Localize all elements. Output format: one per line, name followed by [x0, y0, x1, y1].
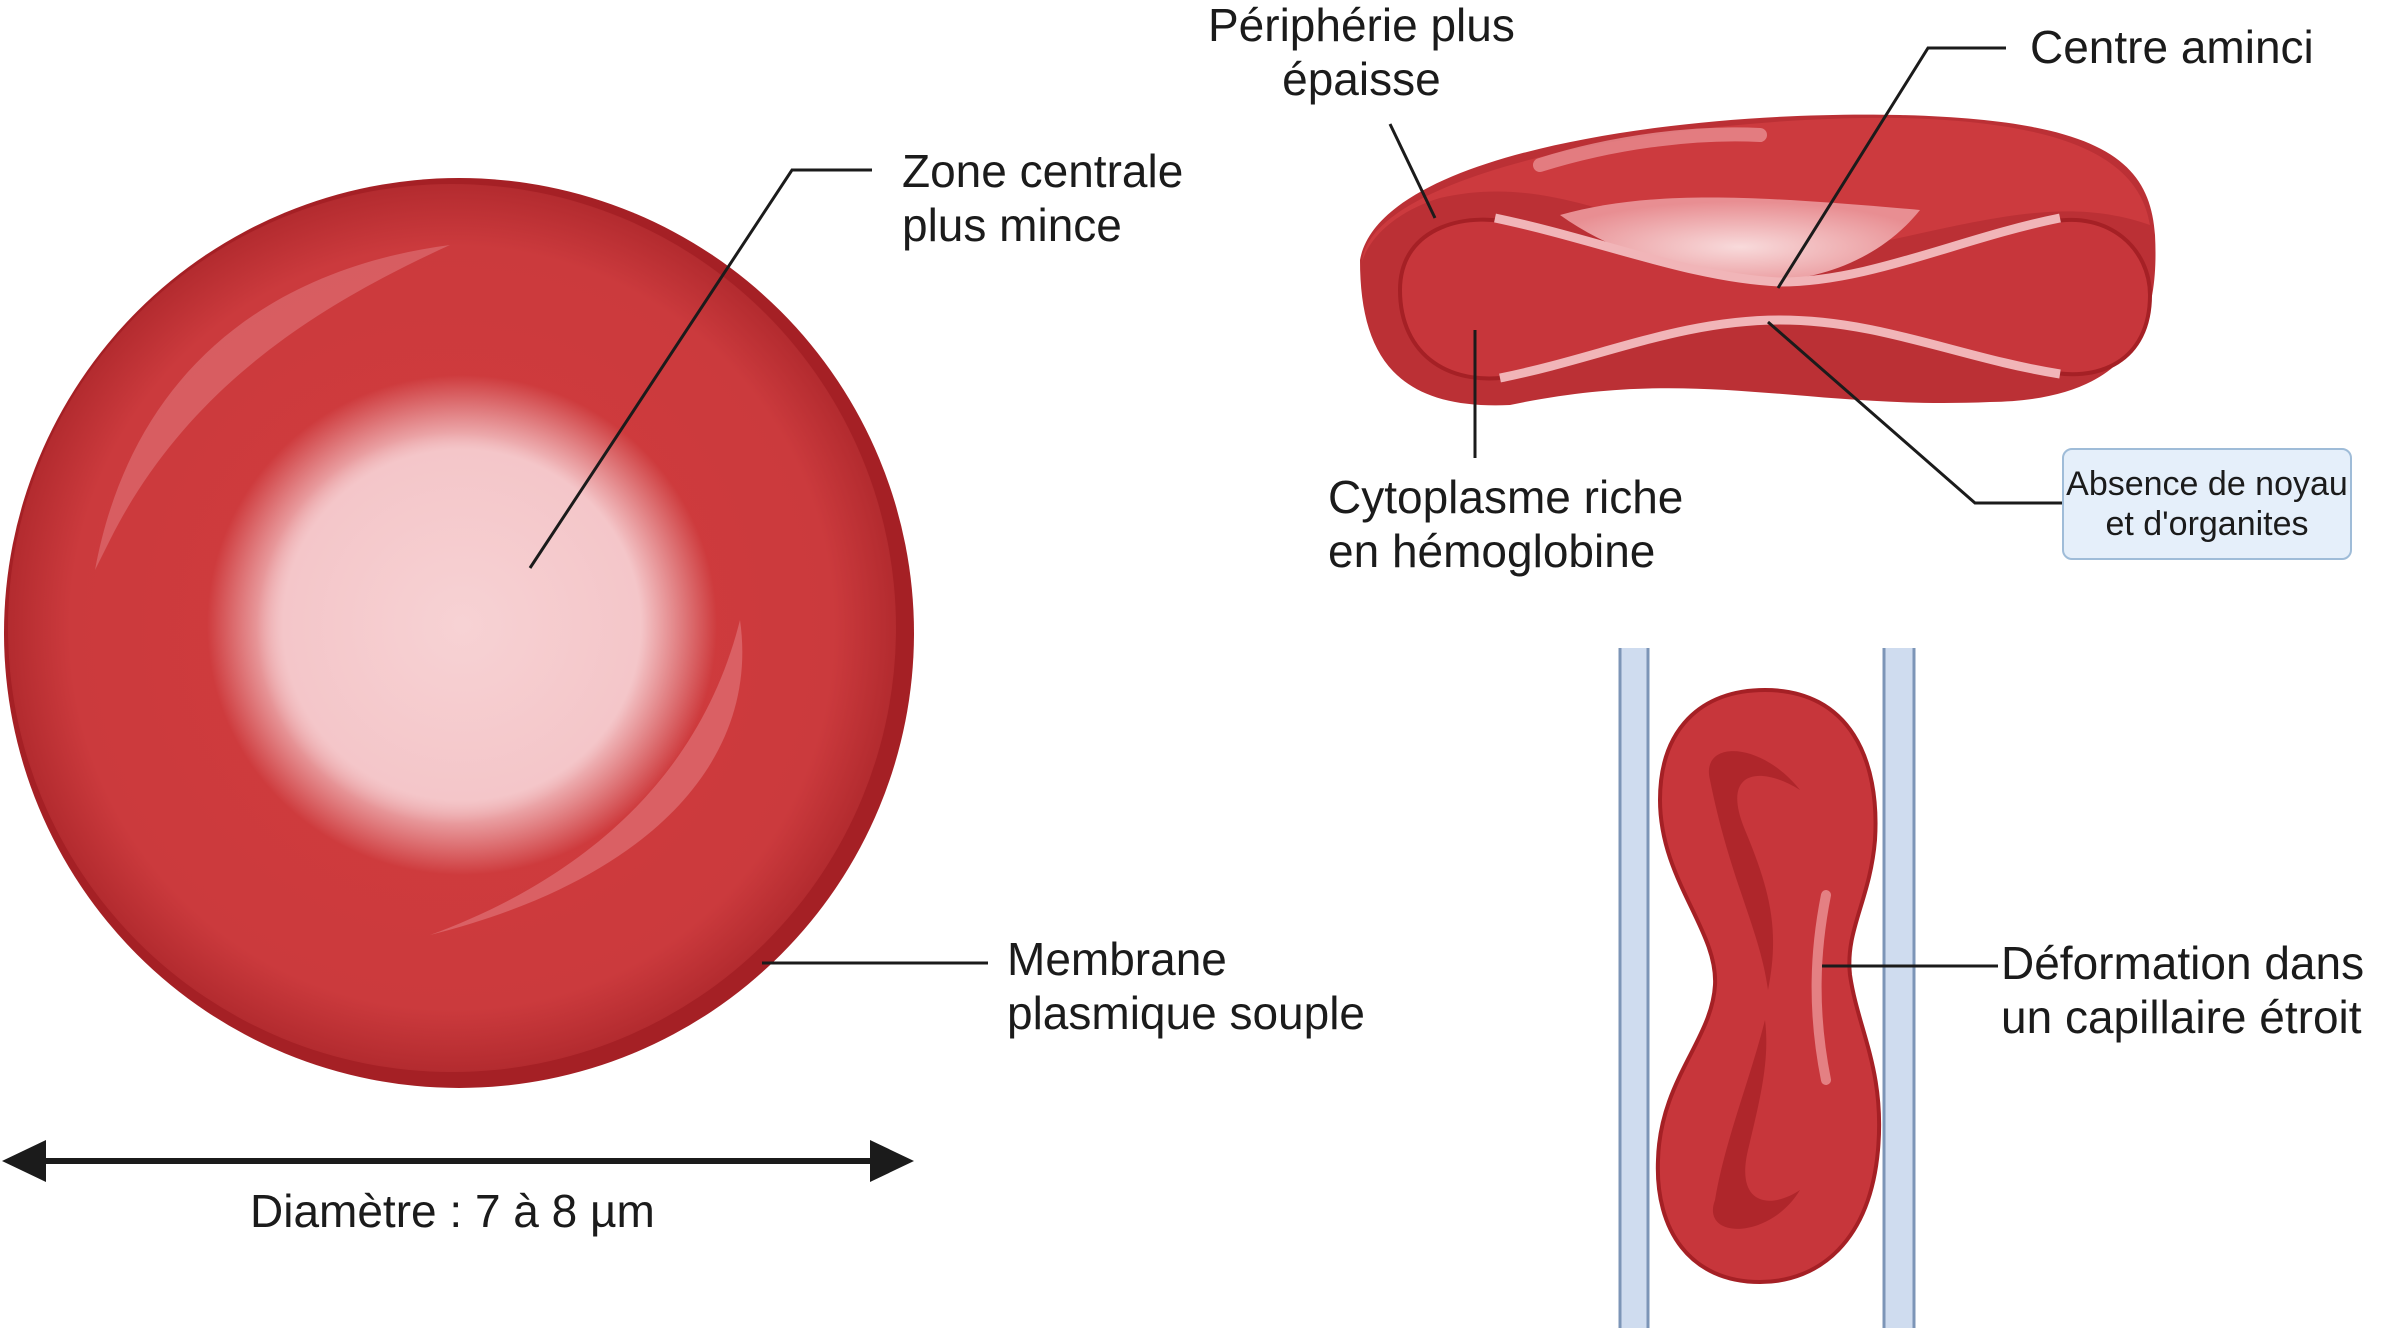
- label-peripherie-line2: épaisse: [1282, 53, 1441, 105]
- label-absence-line1: Absence de noyau: [2066, 465, 2348, 503]
- label-absence-line2: et d'organites: [2105, 505, 2309, 543]
- label-zone-centrale-line1: Zone centrale: [902, 145, 1184, 197]
- label-zone-centrale: Zone centrale plus mince: [902, 144, 1183, 252]
- leader-peripherie: [1388, 123, 1437, 219]
- arrow-head-right: [870, 1140, 914, 1182]
- diameter-arrow: [2, 1140, 914, 1182]
- label-membrane-line2: plasmique souple: [1007, 987, 1366, 1039]
- label-membrane: Membrane plasmique souple: [1007, 932, 1365, 1040]
- highlight-top: [95, 245, 450, 570]
- arrow-head-left: [2, 1140, 46, 1182]
- membrane-bottom-line: [1499, 315, 2061, 383]
- biconcave-side-view: [1360, 114, 2156, 406]
- deformed-cell-fold-bottom: [1712, 1020, 1800, 1229]
- label-absence-box: Absence de noyau et d'organites: [2062, 448, 2352, 560]
- deformed-cell-highlight: [1811, 890, 1831, 1085]
- capillary-wall-right: [1884, 648, 1914, 1328]
- leader-zone-centrale: [528, 168, 872, 569]
- label-zone-centrale-line2: plus mince: [902, 199, 1122, 251]
- label-deformation-line1: Déformation dans: [2001, 937, 2365, 989]
- large-red-blood-cell: [4, 178, 914, 1088]
- label-deformation: Déformation dans un capillaire étroit: [2001, 936, 2364, 1044]
- disc-highlight: [1533, 127, 1767, 172]
- leader-centre-aminci: [1776, 46, 2006, 289]
- label-cytoplasme: Cytoplasme riche en hémoglobine: [1328, 470, 1683, 578]
- capillary-deformation: [1618, 648, 1916, 1328]
- leader-lines: [528, 46, 2062, 968]
- label-membrane-line1: Membrane: [1007, 933, 1227, 985]
- pale-central-zone: [207, 375, 717, 875]
- label-peripherie-line1: Périphérie plus: [1208, 0, 1515, 51]
- capillary-wall-left: [1620, 648, 1648, 1328]
- label-peripherie: Périphérie plus épaisse: [1208, 0, 1515, 106]
- label-diametre: Diamètre : 7 à 8 µm: [250, 1185, 655, 1237]
- disc-central-depression: [1560, 197, 1920, 280]
- highlight-bottom: [430, 620, 743, 935]
- label-cytoplasme-line1: Cytoplasme riche: [1328, 471, 1684, 523]
- label-centre-aminci: Centre aminci: [2030, 21, 2314, 73]
- label-deformation-line2: un capillaire étroit: [2001, 991, 2362, 1043]
- leader-absence: [1767, 320, 2062, 505]
- label-cytoplasme-line2: en hémoglobine: [1328, 525, 1656, 577]
- deformed-cell-fold-top: [1708, 751, 1800, 990]
